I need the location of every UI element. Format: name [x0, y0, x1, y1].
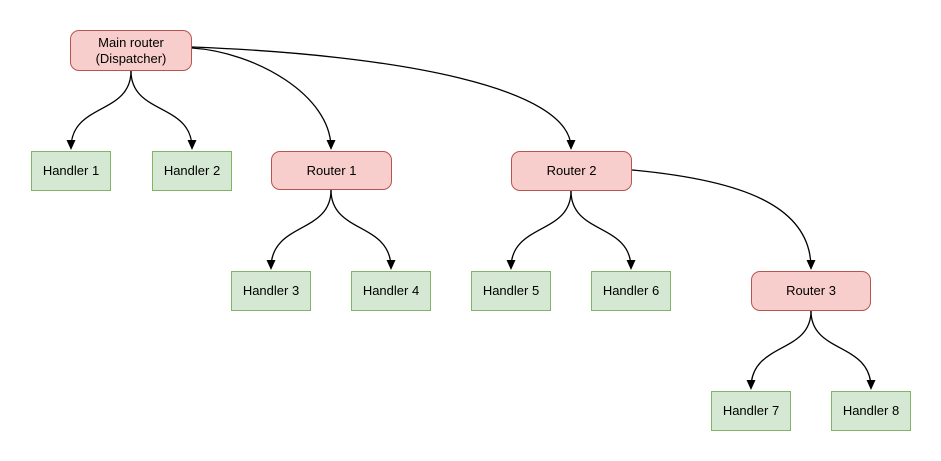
node-handler-6: Handler 6	[591, 271, 671, 311]
node-handler-4-label: Handler 4	[362, 283, 420, 298]
node-handler-7: Handler 7	[711, 391, 791, 431]
node-handler-6-label: Handler 6	[602, 283, 660, 298]
edge-main-router-to-handler-1	[66, 70, 132, 150]
node-handler-4: Handler 4	[351, 271, 431, 311]
edge-router-1-to-handler-3	[266, 189, 332, 270]
node-router-3: Router 3	[751, 271, 871, 311]
edge-router-3-to-handler-7	[746, 310, 812, 390]
node-router-2-label: Router 2	[546, 163, 597, 178]
node-handler-8: Handler 8	[831, 391, 911, 431]
node-handler-2-label: Handler 2	[163, 163, 221, 178]
node-main-router: Main router (Dispatcher)	[70, 30, 192, 71]
edge-router-2-to-handler-5	[506, 190, 572, 270]
edge-main-router-to-router-1	[191, 47, 336, 150]
node-router-3-label: Router 3	[786, 283, 836, 298]
node-handler-5-label: Handler 5	[482, 283, 540, 298]
node-router-2: Router 2	[511, 151, 632, 191]
node-router-1-label: Router 1	[306, 162, 357, 178]
node-handler-5: Handler 5	[471, 271, 551, 311]
node-handler-1: Handler 1	[31, 151, 111, 191]
edge-router-3-to-handler-8	[810, 310, 876, 390]
edge-main-router-to-router-2	[191, 46, 576, 150]
edge-router-2-to-router-3	[631, 169, 816, 270]
node-handler-3: Handler 3	[231, 271, 311, 311]
node-handler-2: Handler 2	[152, 151, 232, 191]
edge-main-router-to-handler-2	[130, 70, 197, 150]
node-handler-3-label: Handler 3	[242, 283, 300, 298]
node-router-1: Router 1	[271, 151, 392, 190]
node-handler-8-label: Handler 8	[842, 403, 900, 418]
node-handler-1-label: Handler 1	[42, 163, 100, 178]
node-handler-7-label: Handler 7	[722, 403, 780, 418]
node-main-router-label-line2: (Dispatcher)	[95, 50, 167, 66]
node-main-router-label-line1: Main router	[98, 34, 164, 50]
edge-router-2-to-handler-6	[570, 190, 636, 270]
edge-router-1-to-handler-4	[330, 189, 396, 270]
